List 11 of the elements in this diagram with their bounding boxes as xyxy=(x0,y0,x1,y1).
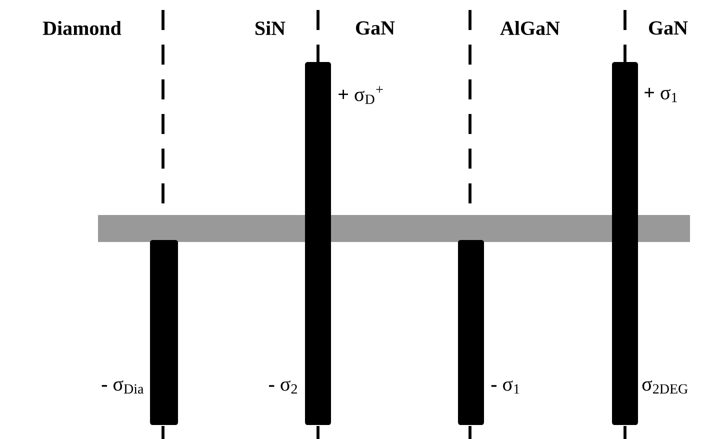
layer-label: AlGaN xyxy=(500,20,560,36)
layer-label: SiN xyxy=(256,20,286,36)
charge-label: - σ$_{Dia}$ xyxy=(102,380,144,394)
charge-label: - σ$_{2}$ xyxy=(269,380,297,394)
charge-label: - σ$_{1}$ xyxy=(491,380,520,394)
charge-label: + σ$_{D}$+ xyxy=(338,86,383,104)
layer-label: GaN xyxy=(648,21,688,35)
layer-label: GaN xyxy=(356,21,395,35)
charge-label: + σ$_{1}$ xyxy=(644,88,677,102)
layer-label: Diamond xyxy=(42,20,122,36)
charge-label: σ$_{2DEG}$ xyxy=(642,380,688,394)
